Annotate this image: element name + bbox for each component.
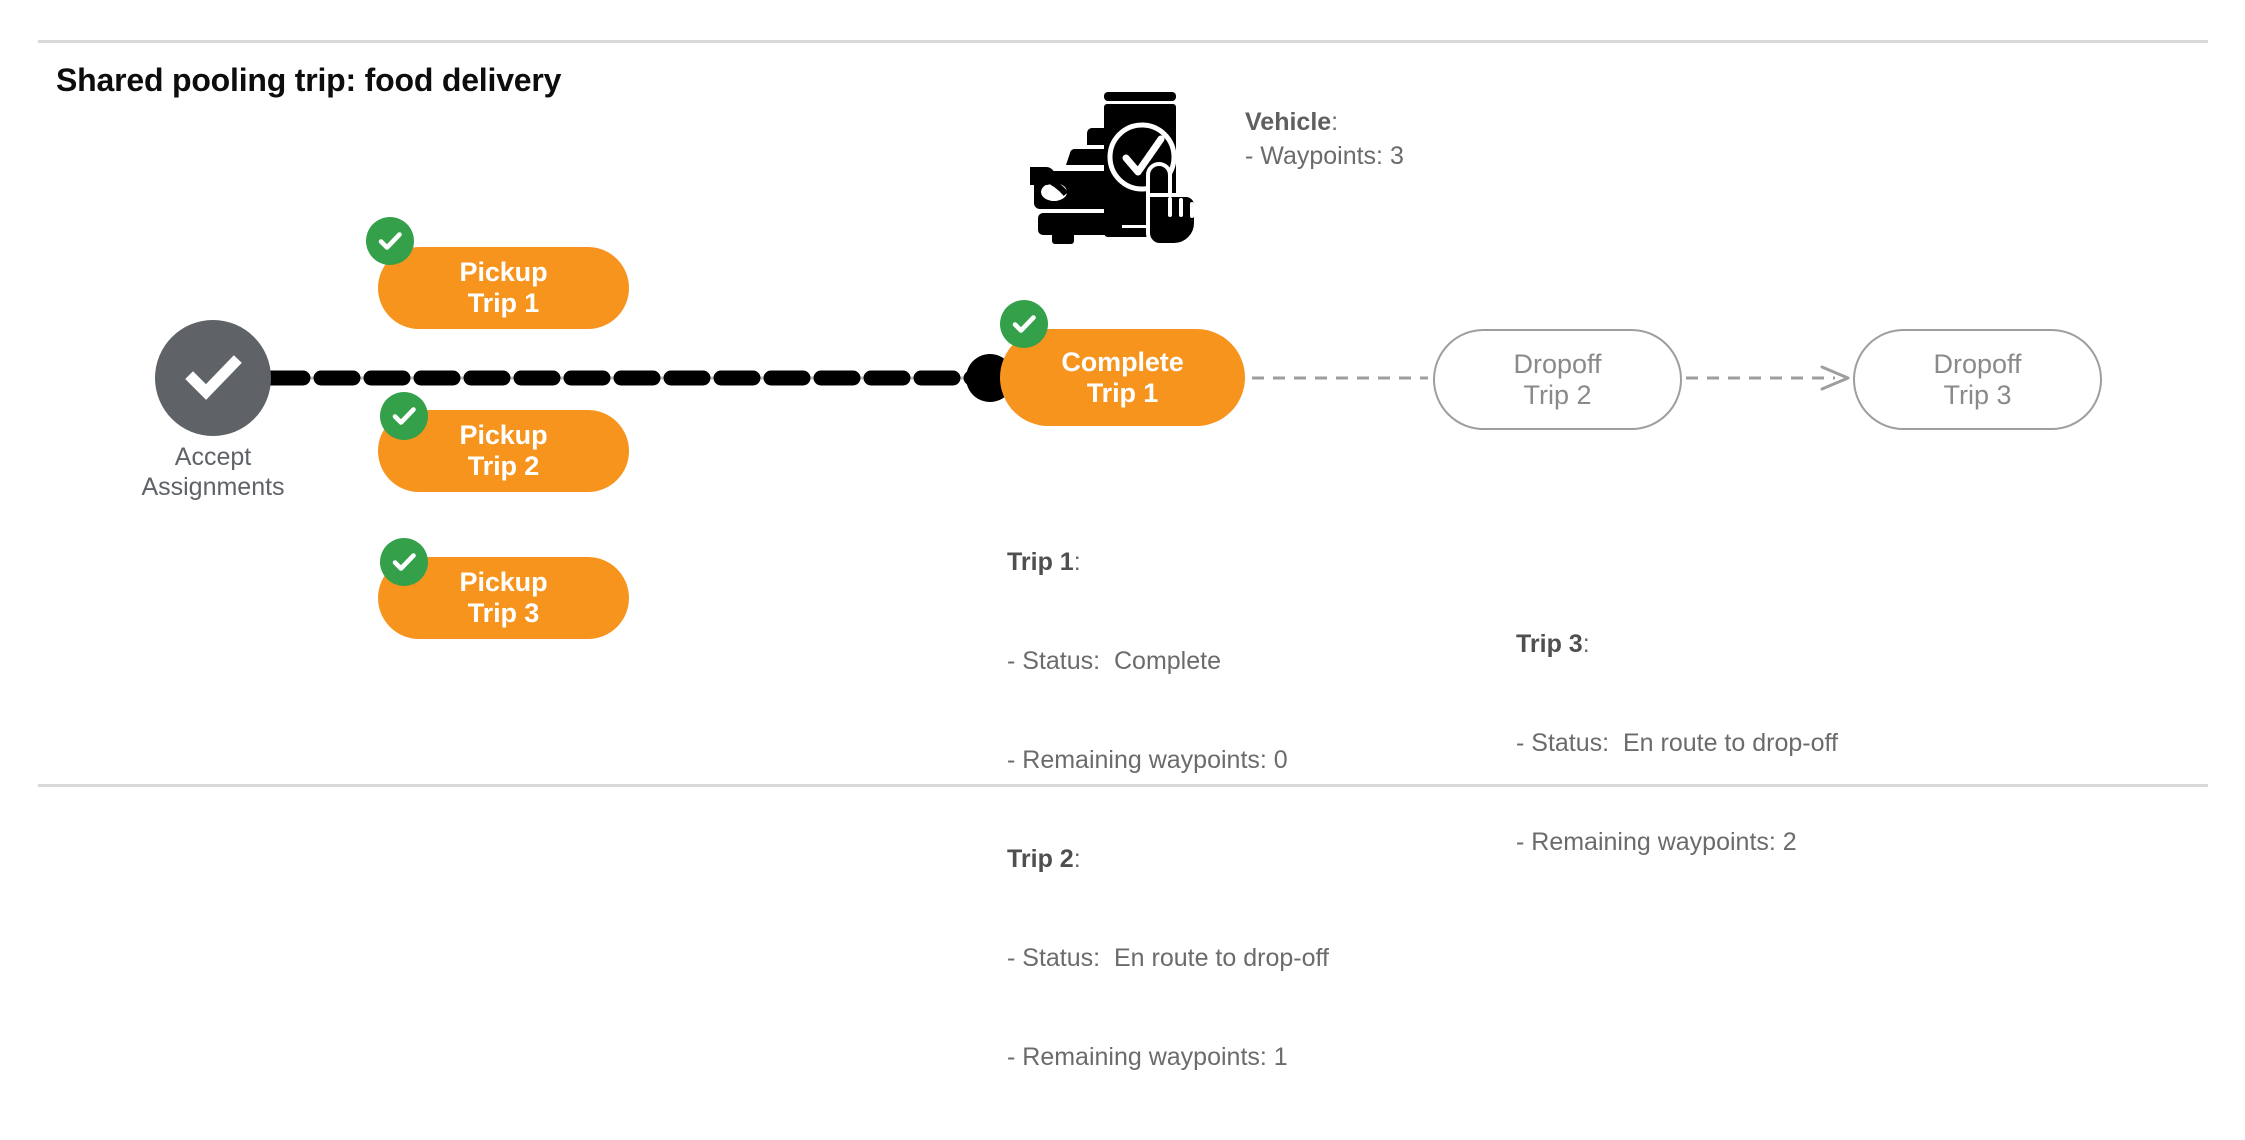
node-pickup-trip-1[interactable]: Pickup Trip 1 — [378, 247, 629, 329]
node-dropoff-trip-3-line1: Dropoff — [1933, 348, 2022, 379]
trip1-heading-suffix: : — [1073, 548, 1081, 576]
check-badge-pickup-trip-2 — [380, 392, 428, 440]
trip2-heading: Trip 2 — [1007, 845, 1074, 873]
trip1-status: - Status: Complete — [1007, 647, 1221, 675]
node-pickup-trip-2-line1: Pickup — [459, 420, 548, 451]
trip1-heading: Trip 1 — [1007, 548, 1074, 576]
check-badge-icon — [1012, 315, 1036, 333]
node-dropoff-trip-3-line2: Trip 3 — [1943, 379, 2012, 410]
top-divider — [38, 40, 2208, 43]
node-pickup-trip-3-line2: Trip 3 — [467, 598, 540, 628]
vehicle-heading: Vehicle — [1245, 108, 1332, 136]
trip-info-right: Trip 3: - Status: En route to drop-off -… — [1516, 562, 1838, 925]
trip3-heading-suffix: : — [1582, 630, 1590, 658]
bottom-divider — [38, 784, 2208, 787]
trip1-waypoints: - Remaining waypoints: 0 — [1007, 746, 1288, 774]
node-complete-trip-1-line2: Trip 1 — [1086, 377, 1159, 408]
check-badge-icon — [378, 232, 402, 250]
node-complete-trip-1-line1: Complete — [1061, 346, 1184, 377]
trip2-heading-row: Trip 2: — [1007, 843, 1329, 876]
node-complete-trip-1[interactable]: Complete Trip 1 — [1000, 329, 1245, 426]
accept-check-circle — [155, 320, 271, 436]
check-circle-icon — [185, 355, 242, 400]
trip2-waypoints: - Remaining waypoints: 1 — [1007, 1043, 1288, 1071]
trip3-heading-row: Trip 3: — [1516, 628, 1838, 661]
page-title: Shared pooling trip: food delivery — [56, 62, 562, 98]
node-pickup-trip-3-line1: Pickup — [459, 567, 548, 598]
check-badge-icon — [392, 553, 416, 571]
trip1-heading-row: Trip 1: — [1007, 546, 1329, 579]
check-badge-complete-trip-1 — [1000, 300, 1048, 348]
trip-info-left: Trip 1: - Status: Complete - Remaining w… — [1007, 480, 1329, 1140]
car-mobile-check-icon — [1030, 83, 1210, 247]
accept-assignments-label: Accept Assignments — [75, 443, 351, 502]
accept-label-line1: Accept — [174, 443, 252, 471]
vehicle-waypoints: - Waypoints: 3 — [1245, 142, 1404, 170]
check-badge-pickup-trip-1 — [366, 217, 414, 265]
node-pickup-trip-1-line1: Pickup — [459, 257, 548, 288]
node-dropoff-trip-2-line2: Trip 2 — [1523, 379, 1592, 410]
node-dropoff-trip-3[interactable]: Dropoff Trip 3 — [1853, 329, 2102, 430]
flow-diagram-canvas: Accept Assignments Pickup Trip 1 Pickup … — [75, 83, 2102, 1071]
trip2-heading-suffix: : — [1073, 845, 1081, 873]
node-dropoff-trip-2[interactable]: Dropoff Trip 2 — [1433, 329, 1682, 430]
trip3-heading: Trip 3 — [1516, 630, 1583, 658]
trip3-waypoints: - Remaining waypoints: 2 — [1516, 828, 1797, 856]
accept-assignments-node[interactable] — [155, 320, 271, 436]
accept-label-line2: Assignments — [141, 472, 285, 501]
check-badge-pickup-trip-3 — [380, 538, 428, 586]
node-dropoff-trip-2-line1: Dropoff — [1513, 348, 1602, 379]
check-badge-icon — [392, 407, 416, 425]
trip3-status: - Status: En route to drop-off — [1516, 729, 1838, 757]
vehicle-heading-suffix: : — [1331, 108, 1339, 136]
node-pickup-trip-2-line2: Trip 2 — [467, 451, 540, 481]
vehicle-info-block: Vehicle: - Waypoints: 3 — [1245, 105, 1404, 173]
vehicle-heading-row: Vehicle: — [1245, 105, 1404, 139]
trip2-status: - Status: En route to drop-off — [1007, 944, 1329, 972]
node-pickup-trip-1-line2: Trip 1 — [467, 288, 540, 318]
